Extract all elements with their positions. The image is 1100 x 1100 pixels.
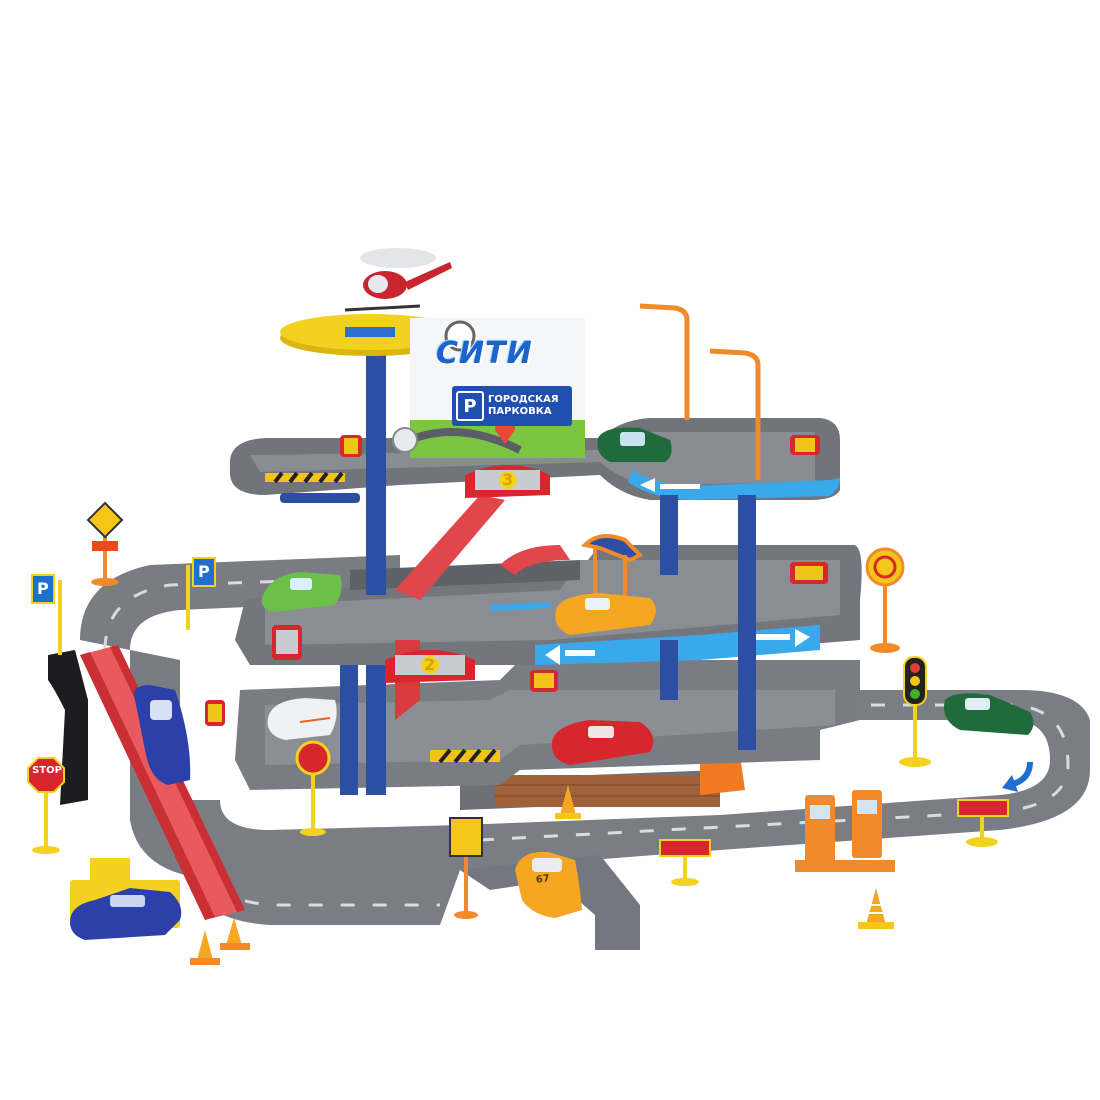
sign-chevron-right [957,799,1009,847]
sign-stop [27,757,65,854]
car-green-level2 [261,572,342,612]
gas-pumps [795,790,895,872]
level-sign-3 [465,465,550,498]
car-yellow-level2 [555,593,656,635]
car-red-level1 [551,720,654,765]
traffic-light [899,656,931,767]
billboard [392,318,585,458]
sign-diamond-warning [86,501,124,586]
car-blue-display [70,858,182,940]
sign-lane-arrows [449,817,483,919]
gas-canopy [580,534,644,605]
car-blue-ramp [134,685,191,785]
car-green-right [944,693,1034,735]
sign-roundabout-center [295,740,331,836]
car-white-level1 [267,698,337,740]
traffic-cones [190,785,894,965]
hazard-barriers [205,435,828,726]
sign-parking-right [186,557,216,630]
street-lamps [639,303,761,480]
sign-parking-left [31,574,62,655]
level-sign-2 [385,650,475,683]
car-green-top [597,427,672,462]
helicopter [344,248,452,312]
car-yellow-front [515,851,582,918]
sign-roundabout-right [865,547,905,653]
sign-chevron-center [659,839,711,886]
curve-arrow-marking [1002,761,1033,792]
